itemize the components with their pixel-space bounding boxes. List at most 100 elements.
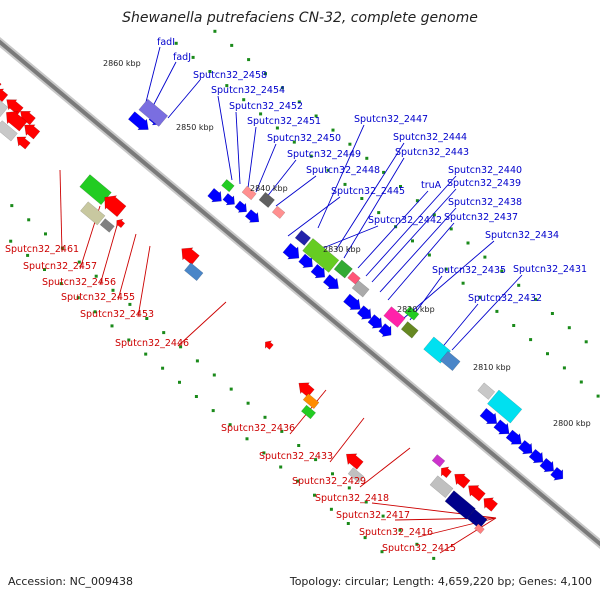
gene-feature[interactable] [234,200,247,213]
gene-feature[interactable] [439,350,461,372]
gene-feature[interactable] [104,195,127,218]
gene-feature[interactable] [483,497,499,512]
gene-feature[interactable] [0,93,9,118]
gene-label[interactable]: Sputcn32_2448 [306,165,380,176]
gene-feature[interactable] [6,111,28,132]
gene-feature[interactable] [517,439,533,455]
gene-feature[interactable] [454,473,471,489]
gene-feature[interactable] [378,323,392,337]
gene-feature[interactable] [505,429,522,445]
gene-feature[interactable] [298,382,315,398]
gene-label[interactable]: Sputcn32_2443 [395,147,469,158]
gene-feature[interactable] [0,88,9,103]
gene-label[interactable]: Sputcn32_2436 [221,423,295,434]
gene-feature[interactable] [343,293,361,310]
gene-feature[interactable] [383,306,406,328]
gene-feature[interactable] [127,111,149,131]
gene-label[interactable]: Sputcn32_2445 [331,186,405,197]
gene-feature[interactable] [333,259,353,279]
gene-feature[interactable] [116,218,126,229]
gene-feature[interactable] [528,448,544,464]
gene-label[interactable]: Sputcn32_2442 [368,215,442,226]
gene-feature[interactable] [79,174,112,206]
gene-feature[interactable] [466,508,488,530]
gene-feature[interactable] [351,280,370,298]
gene-label[interactable]: Sputcn32_2415 [382,543,456,554]
gene-feature[interactable] [207,187,222,203]
gene-feature[interactable] [241,185,257,201]
gene-label[interactable]: Sputcn32_2455 [61,292,135,303]
gene-label[interactable]: Sputcn32_2454 [211,85,285,96]
gene-feature[interactable] [302,238,340,273]
gene-feature[interactable] [80,201,106,226]
gene-label[interactable]: Sputcn32_2449 [287,149,361,160]
gene-feature[interactable] [487,389,523,424]
gene-label[interactable]: Sputcn32_2418 [315,493,389,504]
gene-label[interactable]: Sputcn32_2461 [5,244,79,255]
gene-feature[interactable] [404,306,420,321]
gene-feature[interactable] [24,124,41,140]
gene-label[interactable]: Sputcn32_2429 [292,476,366,487]
gene-label[interactable]: Sputcn32_2456 [42,277,116,288]
gene-feature[interactable] [477,382,496,400]
gene-label[interactable]: Sputcn32_2457 [23,261,97,272]
gene-feature[interactable] [294,229,312,246]
gene-label[interactable]: Sputcn32_2447 [354,114,428,125]
gene-feature[interactable] [271,205,286,219]
gene-feature[interactable] [0,120,18,142]
gene-label[interactable]: Sputcn32_2433 [259,451,333,462]
gene-label[interactable]: Sputcn32_2453 [80,309,154,320]
gene-label[interactable]: Sputcn32_2437 [444,212,518,223]
gene-feature[interactable] [444,490,476,520]
gene-feature[interactable] [400,321,419,339]
gene-feature[interactable] [244,209,260,223]
gene-feature[interactable] [264,340,274,350]
gene-feature[interactable] [539,457,554,473]
gene-label[interactable]: Sputcn32_2450 [267,133,341,144]
gene-feature[interactable] [6,99,24,115]
gene-feature[interactable] [298,253,313,269]
gene-feature[interactable] [310,263,326,279]
gene-label[interactable]: fadJ [173,52,191,63]
gene-label[interactable]: Sputcn32_2431 [513,264,587,275]
gene-feature[interactable] [347,467,365,484]
gene-feature[interactable] [282,242,300,260]
gene-label[interactable]: Sputcn32_2416 [359,527,433,538]
gene-feature[interactable] [550,466,564,481]
gene-label[interactable]: Sputcn32_2440 [448,165,522,176]
gene-feature[interactable] [99,218,115,233]
gene-feature[interactable] [493,419,510,435]
gene-label[interactable]: Sputcn32_2417 [336,510,410,521]
gene-feature[interactable] [16,136,31,150]
gene-feature[interactable] [346,453,364,470]
gene-label[interactable]: Sputcn32_2444 [393,132,467,143]
gene-feature[interactable] [300,404,317,420]
gene-label[interactable]: Sputcn32_2432 [468,293,542,304]
gene-feature[interactable] [184,262,204,282]
gene-label[interactable]: Sputcn32_2435 [432,265,506,276]
gene-label[interactable]: Sputcn32_2434 [485,230,559,241]
gene-feature[interactable] [468,485,486,502]
gene-feature[interactable] [258,191,275,208]
gene-label[interactable]: fadI [157,37,175,48]
gene-feature[interactable] [431,454,446,468]
gene-feature[interactable] [479,407,498,425]
gene-label[interactable]: Sputcn32_2439 [447,178,521,189]
gene-feature[interactable] [347,271,361,285]
gene-feature[interactable] [138,98,169,127]
gene-label[interactable]: Sputcn32_2446 [115,338,189,349]
gene-feature[interactable] [367,314,383,329]
gene-label[interactable]: Sputcn32_2438 [448,197,522,208]
gene-feature[interactable] [221,179,235,193]
gene-feature[interactable] [222,193,235,206]
gene-feature[interactable] [474,523,485,535]
gene-feature[interactable] [181,247,200,266]
gene-feature[interactable] [441,466,452,479]
gene-label[interactable]: Sputcn32_2452 [229,101,303,112]
gene-feature[interactable] [356,305,372,320]
gene-feature[interactable] [0,77,2,91]
gene-feature[interactable] [302,393,320,410]
gene-label[interactable]: truA [421,180,442,191]
gene-feature[interactable] [429,475,454,499]
gene-feature[interactable] [322,274,339,290]
